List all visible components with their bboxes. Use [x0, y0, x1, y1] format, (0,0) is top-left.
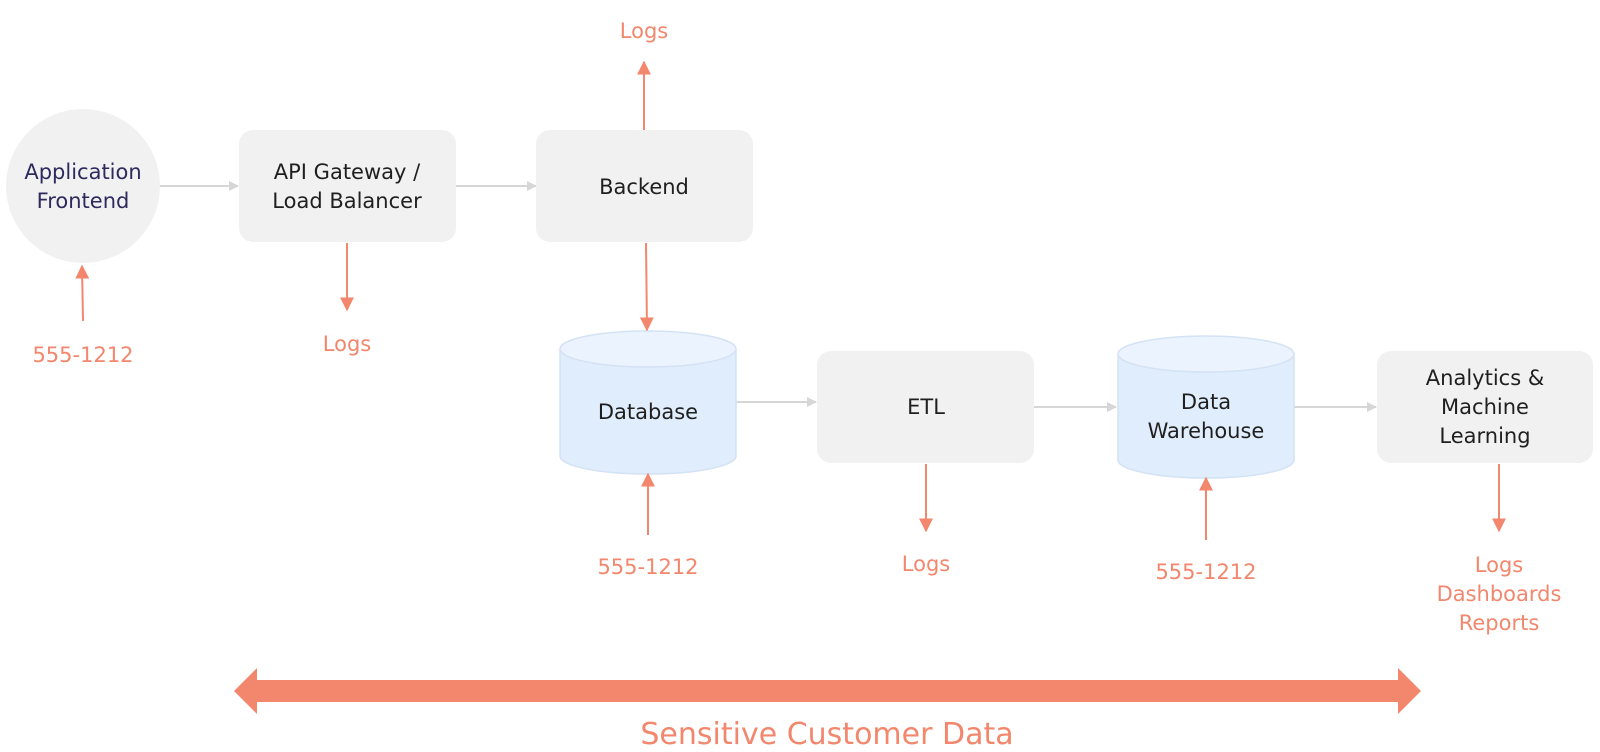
node-api-gateway[interactable]: API Gateway / Load Balancer	[239, 130, 456, 242]
frontend-input-label: 555-1212	[32, 343, 133, 367]
node-data-warehouse[interactable]: Data Warehouse	[1117, 335, 1295, 479]
arrow-into-frontend	[75, 264, 90, 322]
backend-label: Backend	[599, 175, 689, 199]
analytics-output-reports: Reports	[1459, 611, 1540, 635]
database-input-label: 555-1212	[597, 555, 698, 579]
flow-connectors	[158, 181, 1377, 412]
etl-label: ETL	[907, 395, 945, 419]
exposure-arrows	[75, 60, 1506, 540]
node-application-frontend[interactable]: Application Frontend	[6, 109, 160, 263]
sensitive-data-label: Sensitive Customer Data	[640, 717, 1013, 752]
node-backend[interactable]: Backend	[536, 130, 753, 242]
analytics-output-logs: Logs	[1475, 553, 1523, 577]
analytics-label-line-2: Machine	[1441, 395, 1529, 419]
frontend-circle-shape	[6, 109, 160, 263]
node-database[interactable]: Database	[559, 330, 737, 475]
gateway-box-shape	[239, 130, 456, 242]
double-headed-span-arrow	[234, 668, 1421, 714]
warehouse-cylinder-top	[1117, 335, 1295, 373]
arrow-backend-to-database	[639, 242, 654, 332]
gateway-label-line-2: Load Balancer	[272, 189, 422, 213]
database-label: Database	[598, 400, 698, 424]
backend-box-shape	[536, 130, 753, 242]
node-analytics-ml[interactable]: Analytics & Machine Learning	[1377, 351, 1593, 463]
exposure-labels: 555-1212 Logs Logs 555-1212 Logs 555-121…	[32, 19, 1561, 635]
warehouse-label-line-1: Data	[1181, 390, 1231, 414]
gateway-logs-label: Logs	[323, 332, 371, 356]
analytics-box-shape	[1377, 351, 1593, 463]
frontend-label-line-2: Frontend	[37, 189, 130, 213]
analytics-label-line-1: Analytics &	[1426, 366, 1544, 390]
frontend-label-line-1: Application	[24, 160, 141, 184]
warehouse-input-label: 555-1212	[1155, 560, 1256, 584]
analytics-label-line-3: Learning	[1439, 424, 1530, 448]
warehouse-label-line-2: Warehouse	[1148, 419, 1265, 443]
database-cylinder-top	[559, 330, 737, 368]
etl-logs-label: Logs	[902, 552, 950, 576]
analytics-output-dashboards: Dashboards	[1437, 582, 1562, 606]
gateway-label-line-1: API Gateway /	[274, 160, 421, 184]
node-etl[interactable]: ETL	[817, 351, 1034, 463]
sensitive-data-span: Sensitive Customer Data	[234, 668, 1421, 752]
etl-box-shape	[817, 351, 1034, 463]
backend-logs-label: Logs	[620, 19, 668, 43]
